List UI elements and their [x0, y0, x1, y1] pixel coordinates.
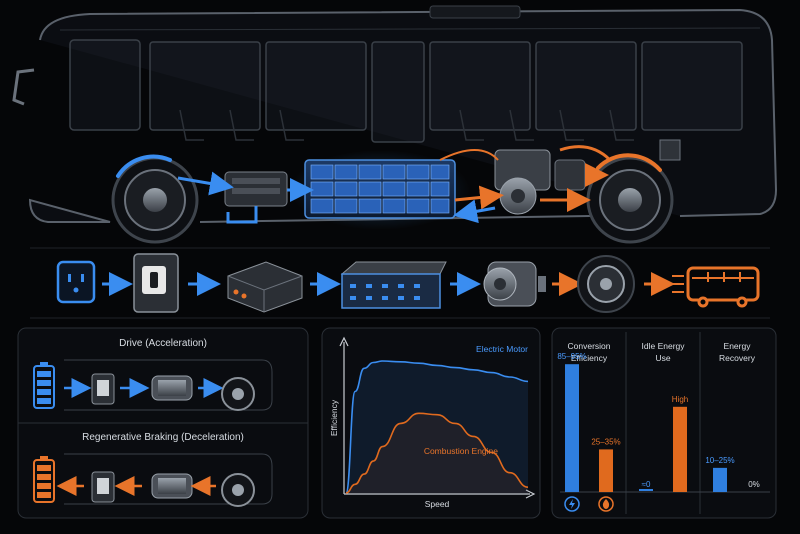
motor-icon: [151, 375, 193, 401]
series-label-combustion: Combustion Engine: [424, 446, 498, 456]
comparison-bar: [673, 406, 687, 492]
regen-row: [33, 453, 273, 507]
bar-value-label: 0%: [748, 480, 760, 489]
wheel-icon: [221, 377, 255, 411]
electric-motor-icon: [483, 261, 546, 307]
lightning-icon: [564, 496, 580, 512]
combustion-engine-line: [345, 412, 529, 494]
rear-wheel: [586, 153, 674, 244]
roof-line: [59, 27, 761, 31]
roof-unit: [429, 5, 521, 19]
wheel-icon: [577, 255, 635, 313]
flame-icon: [598, 496, 614, 512]
power-outlet-icon: [56, 260, 96, 304]
electric-motor-line: [345, 360, 529, 494]
combustion-engine-area: [346, 413, 528, 493]
motor-icon: [151, 473, 193, 499]
x-axis-label: Speed: [425, 499, 450, 509]
inverter-icon: [227, 261, 303, 313]
drive-title: Drive (Acceleration): [119, 338, 207, 349]
battery-pack-icon: [340, 261, 447, 309]
bar-value-label: ≈0: [642, 480, 651, 489]
battery-pack: [290, 150, 470, 230]
bar-value-label: 10–25%: [705, 456, 734, 465]
controller-icon: [91, 471, 115, 503]
bar-value-label: 25–35%: [591, 437, 620, 446]
wheel-icon: [221, 473, 255, 507]
comparison-bar: [713, 467, 727, 492]
energy-flow-strip: [30, 247, 770, 319]
electric-motor: [494, 139, 681, 215]
bus-cutaway: [12, 5, 778, 244]
series-label-electric: Electric Motor: [476, 344, 528, 354]
comparison-bar: [565, 364, 579, 492]
regen-title: Regenerative Braking (Deceleration): [82, 432, 244, 443]
comparison-bar: [599, 449, 613, 492]
bar-value-label: 85–95%: [557, 352, 586, 361]
front-wheel: [111, 154, 199, 244]
seat-row: [179, 109, 634, 141]
controller-icon: [91, 373, 115, 405]
inverter-module: [224, 171, 288, 207]
charger-icon: [133, 253, 179, 313]
bus-windows: [69, 39, 743, 143]
drive-row: [33, 359, 273, 411]
side-mirror: [12, 68, 35, 106]
electric-motor-area: [346, 361, 528, 493]
bar-value-label: High: [672, 395, 688, 404]
energy-flow-lines: [177, 145, 612, 224]
battery-charge-icon: [33, 456, 55, 503]
modes-panel: Drive (Acceleration): [17, 327, 309, 519]
battery-charge-icon: [33, 362, 55, 409]
bus-icon: [668, 266, 760, 308]
efficiency-chart-panel: Efficiency Speed Electric Motor Combusti…: [321, 327, 541, 519]
y-axis-label: Efficiency: [329, 399, 339, 436]
